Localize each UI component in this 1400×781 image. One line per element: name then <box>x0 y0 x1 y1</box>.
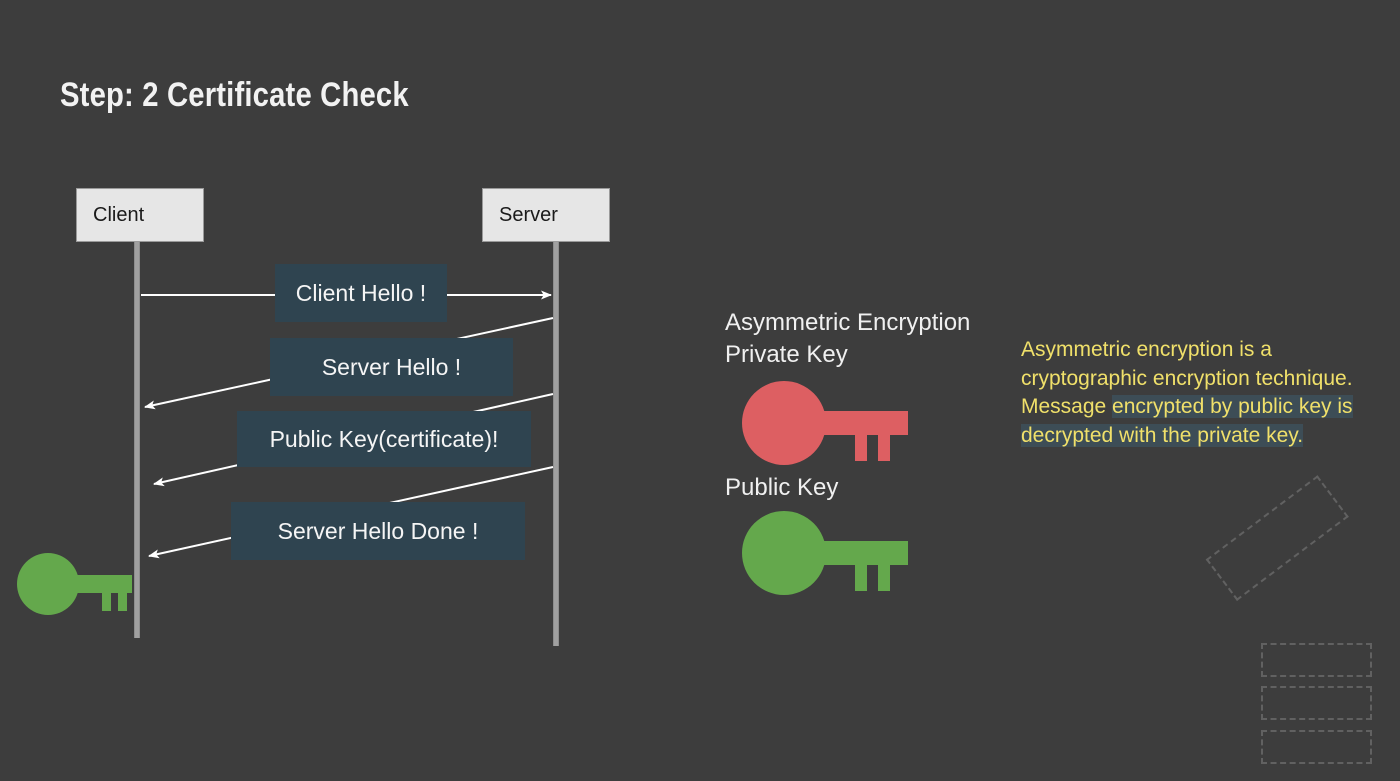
message-label-server-hello-done: Server Hello Done ! <box>231 502 525 560</box>
info-line-2: cryptographic encryption technique. <box>1021 366 1353 390</box>
info-paragraph: Asymmetric encryption is a cryptographic… <box>1021 336 1381 450</box>
message-text: Client Hello ! <box>295 279 427 306</box>
info-line-4: decrypted with the private key. <box>1021 422 1381 451</box>
lifeline-client <box>134 242 140 638</box>
actor-box-server: Server <box>482 188 610 242</box>
message-label-server-hello: Server Hello ! <box>270 338 513 396</box>
lifeline-server <box>553 242 559 646</box>
red-key-icon-private <box>742 381 908 465</box>
message-text: Server Hello Done ! <box>277 517 479 544</box>
legend-caption-private-key: Asymmetric Encryption Private Key <box>725 309 971 368</box>
info-line-3: Message encrypted by public key is <box>1021 393 1381 422</box>
decorative-dashed-rotated-rect <box>1205 475 1349 601</box>
green-key-icon-public <box>742 511 908 595</box>
info-line-4-highlight: decrypted with the private key. <box>1021 423 1304 447</box>
message-label-public-key-certificate: Public Key(certificate)! <box>237 411 531 467</box>
message-label-client-hello: Client Hello ! <box>275 264 447 322</box>
green-key-icon-client <box>17 553 132 615</box>
actor-label-server: Server <box>499 203 558 226</box>
message-text: Public Key(certificate)! <box>269 425 499 452</box>
decorative-dashed-rect-3 <box>1261 730 1372 764</box>
actor-box-client: Client <box>76 188 204 242</box>
decorative-dashed-rect-1 <box>1261 643 1372 677</box>
page-title: Step: 2 Certificate Check <box>60 76 409 114</box>
actor-label-client: Client <box>93 203 145 226</box>
info-line-3-highlight: encrypted by public key is <box>1112 395 1353 418</box>
legend-caption-public-key: Public Key <box>725 474 839 501</box>
info-line-3-plain: Message <box>1021 395 1113 418</box>
info-line-1: Asymmetric encryption is a <box>1021 338 1272 361</box>
decorative-dashed-rect-2 <box>1261 686 1372 720</box>
message-text: Server Hello ! <box>321 353 462 380</box>
